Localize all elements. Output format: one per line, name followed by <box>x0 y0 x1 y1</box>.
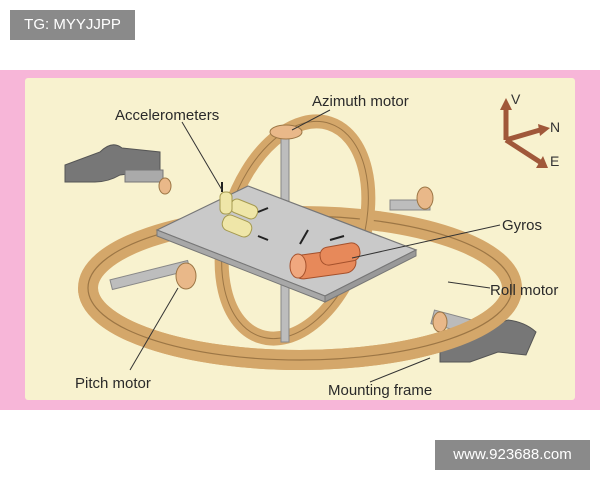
gyro-arrow-1 <box>299 229 309 245</box>
label-mounting-frame: Mounting frame <box>328 382 432 399</box>
gyro-arrow-2 <box>329 235 345 241</box>
label-roll-motor: Roll motor <box>490 282 558 299</box>
platform-edge-side <box>324 249 417 303</box>
leader-roll-motor <box>447 281 491 289</box>
label-pitch-motor: Pitch motor <box>75 375 151 392</box>
gyros <box>289 229 361 280</box>
left-mount-shaft <box>124 169 164 183</box>
roll-motor-bearing <box>416 186 434 210</box>
gimbal-diagram: V N E Accelerometers Azimuth motor Gyros… <box>0 70 600 410</box>
gyro-1-end <box>289 253 307 279</box>
watermark-bottom: www.923688.com <box>435 440 590 470</box>
axis-north-label: N <box>550 119 560 135</box>
axis-north-arrowhead <box>538 124 550 136</box>
leader-pitch-motor <box>129 287 179 371</box>
accel-arrow-2 <box>257 207 269 213</box>
direction-axes: V N E <box>500 91 560 169</box>
accel-arrow-1 <box>257 235 269 241</box>
accelerometers <box>219 182 269 241</box>
axis-up-label: V <box>511 91 521 107</box>
label-accelerometers: Accelerometers <box>115 107 219 124</box>
axis-east-arrow <box>504 137 542 165</box>
leader-lines <box>129 109 501 383</box>
gimbal-diagram-svg: V N E Accelerometers Azimuth motor Gyros… <box>25 78 575 400</box>
label-azimuth-motor: Azimuth motor <box>312 93 409 110</box>
leader-accelerometers <box>181 121 223 191</box>
axis-up-arrowhead <box>500 98 512 110</box>
axis-east-label: E <box>550 153 559 169</box>
leader-gyros <box>351 224 501 259</box>
leader-mounting-frame <box>369 357 431 383</box>
right-mount-bracket <box>439 319 537 363</box>
axis-east-arrowhead <box>536 156 548 168</box>
left-ring-bearing <box>158 177 172 195</box>
mounting-frame-ring-front-edge <box>87 287 513 361</box>
accelerometer-1 <box>221 214 253 238</box>
right-ring-bearing <box>432 311 448 333</box>
gyro-2 <box>319 242 361 266</box>
pitch-motor-bearing <box>175 262 197 290</box>
label-gyros: Gyros <box>502 217 542 234</box>
axis-north-arrow <box>505 127 541 143</box>
watermark-top: TG: MYYJJPP <box>10 10 135 40</box>
accelerometer-3 <box>219 191 233 215</box>
leader-azimuth-motor <box>291 109 331 131</box>
